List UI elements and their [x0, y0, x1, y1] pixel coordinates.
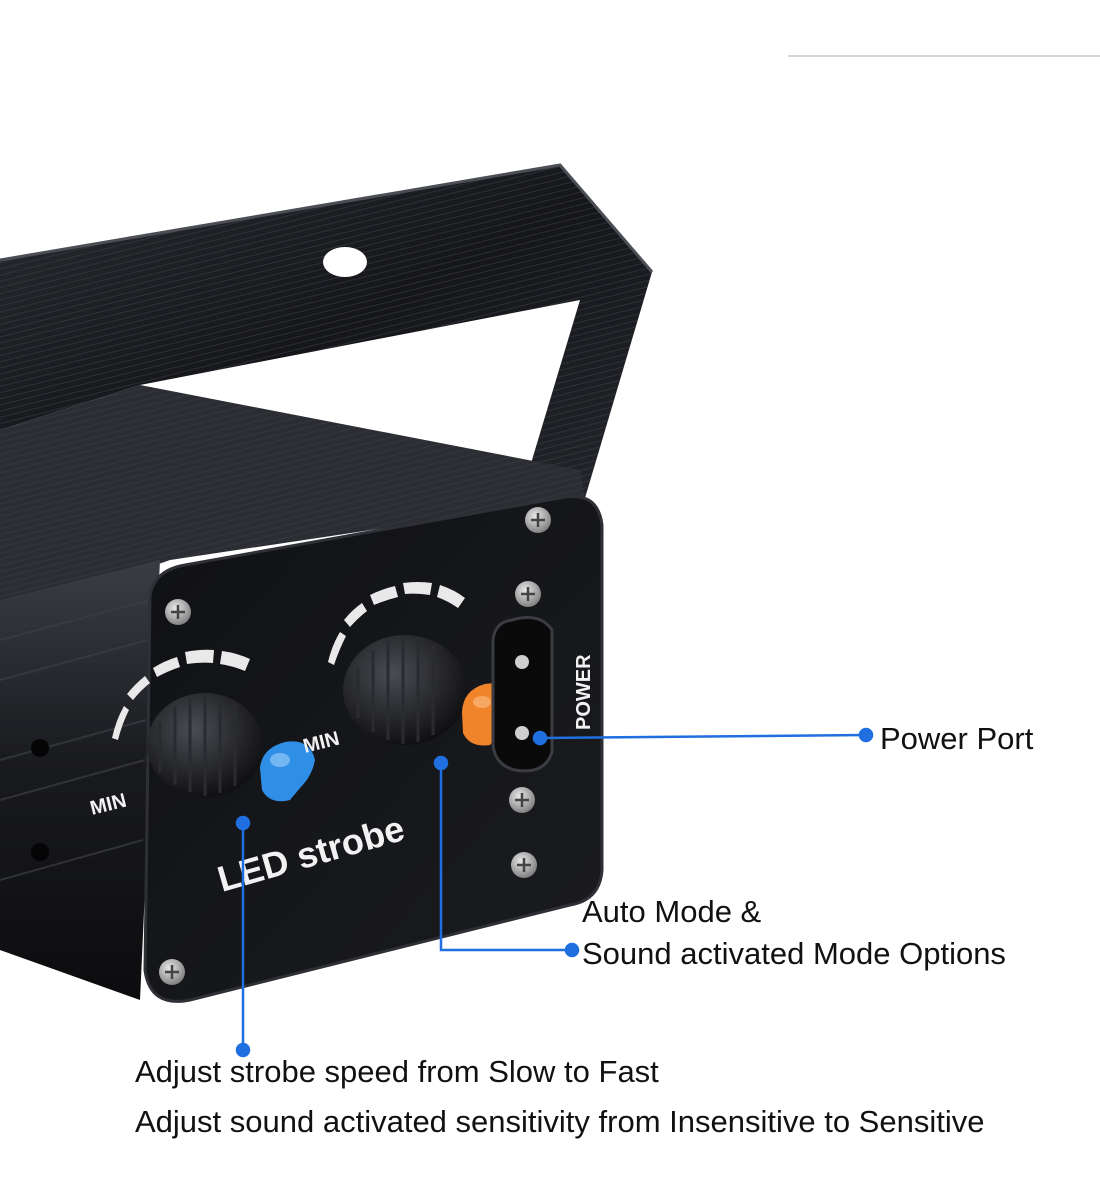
device-housing: [0, 385, 585, 1000]
screw-icon: [515, 581, 541, 607]
front-panel: LED strobe MIN MIN POWER: [88, 494, 604, 1003]
leader-dot: [235, 815, 251, 831]
screw-icon: [165, 599, 191, 625]
leader-dot: [532, 730, 548, 746]
sound-mode-callout: Sound activated Mode Options: [582, 936, 1006, 971]
leader-dot: [235, 1042, 251, 1058]
right-knob-scale: [328, 582, 465, 665]
leader-dot: [858, 727, 874, 743]
callout-leaders: [235, 727, 874, 1058]
screw-icon: [511, 852, 537, 878]
auto-mode-callout: Auto Mode &: [582, 894, 762, 929]
power-label: POWER: [573, 654, 595, 730]
power-port: [491, 616, 554, 773]
mounting-bracket: [0, 163, 654, 500]
mode-leader: [439, 763, 572, 952]
sensitivity-callout: Adjust sound activated sensitivity from …: [135, 1104, 985, 1139]
strobe-speed-knob: [147, 693, 315, 802]
screw-icon: [509, 787, 535, 813]
leader-dot: [433, 755, 449, 771]
strobe-speed-callout: Adjust strobe speed from Slow to Fast: [135, 1054, 659, 1089]
screw-icon: [159, 959, 185, 985]
bracket-hole: [323, 247, 367, 277]
power-port-leader: [539, 733, 867, 740]
power-port-callout: Power Port: [880, 721, 1034, 756]
leader-dot: [564, 942, 580, 958]
screw-icon: [525, 507, 551, 533]
left-knob-scale: [112, 649, 250, 740]
